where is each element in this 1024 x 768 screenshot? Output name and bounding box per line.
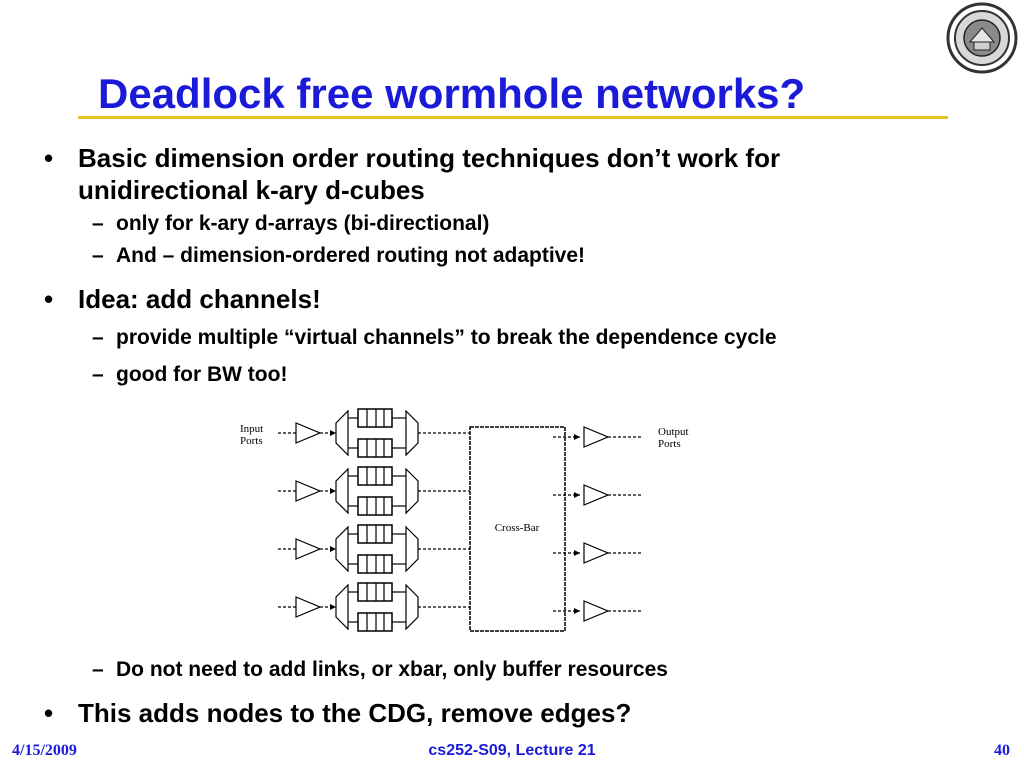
input-ports-label-line2: Ports — [240, 435, 263, 447]
input-ports-label-line1: Input — [240, 423, 263, 435]
slide-title: Deadlock free wormhole networks? — [98, 70, 806, 117]
footer-page-number: 40 — [994, 742, 1010, 759]
sub-bullet-mark: – — [92, 244, 104, 267]
footer-course: cs252-S09, Lecture 21 — [428, 742, 596, 759]
sub-bullet-4-text: good for BW too! — [116, 363, 288, 386]
input-port-row — [277, 466, 471, 516]
sub-bullet-mark: – — [92, 363, 104, 386]
bullet-2-text: Idea: add channels! — [78, 284, 321, 314]
bullet-3-text: This adds nodes to the CDG, remove edges… — [78, 698, 632, 728]
output-ports-label-line1: Output — [658, 426, 689, 438]
output-port-row — [552, 484, 643, 506]
input-port-row — [277, 524, 471, 574]
bullet-3: • This adds nodes to the CDG, remove edg… — [44, 697, 632, 729]
crossbar-label: Cross-Bar — [495, 522, 540, 534]
sub-bullet-4: – good for BW too! — [92, 362, 288, 388]
bullet-1: • Basic dimension order routing techniqu… — [44, 142, 781, 206]
bullet-1-text: Basic dimension order routing techniques… — [78, 143, 781, 173]
crossbar-box — [469, 426, 566, 632]
sub-bullet-5-text: Do not need to add links, or xbar, only … — [116, 658, 668, 681]
input-port-row — [277, 408, 471, 458]
output-ports-label-line2: Ports — [658, 438, 681, 450]
bullet-2: • Idea: add channels! — [44, 283, 321, 315]
university-seal-icon — [946, 2, 1018, 74]
sub-bullet-1-text: only for k-ary d-arrays (bi-directional) — [116, 212, 490, 235]
router-diagram: Input Ports Output Ports Cross-Bar — [240, 408, 689, 632]
footer-date: 4/15/2009 — [12, 742, 77, 759]
output-port-row — [552, 426, 643, 448]
bullet-mark: • — [44, 143, 54, 173]
sub-bullet-2: – And – dimension-ordered routing not ad… — [92, 243, 586, 269]
sub-bullet-3: – provide multiple “virtual channels” to… — [92, 325, 777, 351]
bullet-1-continuation: unidirectional k-ary d-cubes — [78, 175, 425, 205]
sub-bullet-mark: – — [92, 212, 104, 235]
sub-bullet-mark: – — [92, 326, 104, 349]
output-port-row — [552, 542, 643, 564]
bullet-mark: • — [44, 698, 54, 728]
output-port-row — [552, 600, 643, 622]
sub-bullet-1: – only for k-ary d-arrays (bi-directiona… — [92, 211, 490, 237]
sub-bullet-mark: – — [92, 658, 104, 681]
sub-bullet-5: – Do not need to add links, or xbar, onl… — [92, 657, 668, 683]
input-port-row — [277, 582, 471, 632]
title-underline — [78, 116, 948, 119]
sub-bullet-2-text: And – dimension-ordered routing not adap… — [116, 244, 586, 267]
bullet-mark: • — [44, 284, 54, 314]
sub-bullet-3-text: provide multiple “virtual channels” to b… — [116, 326, 777, 349]
